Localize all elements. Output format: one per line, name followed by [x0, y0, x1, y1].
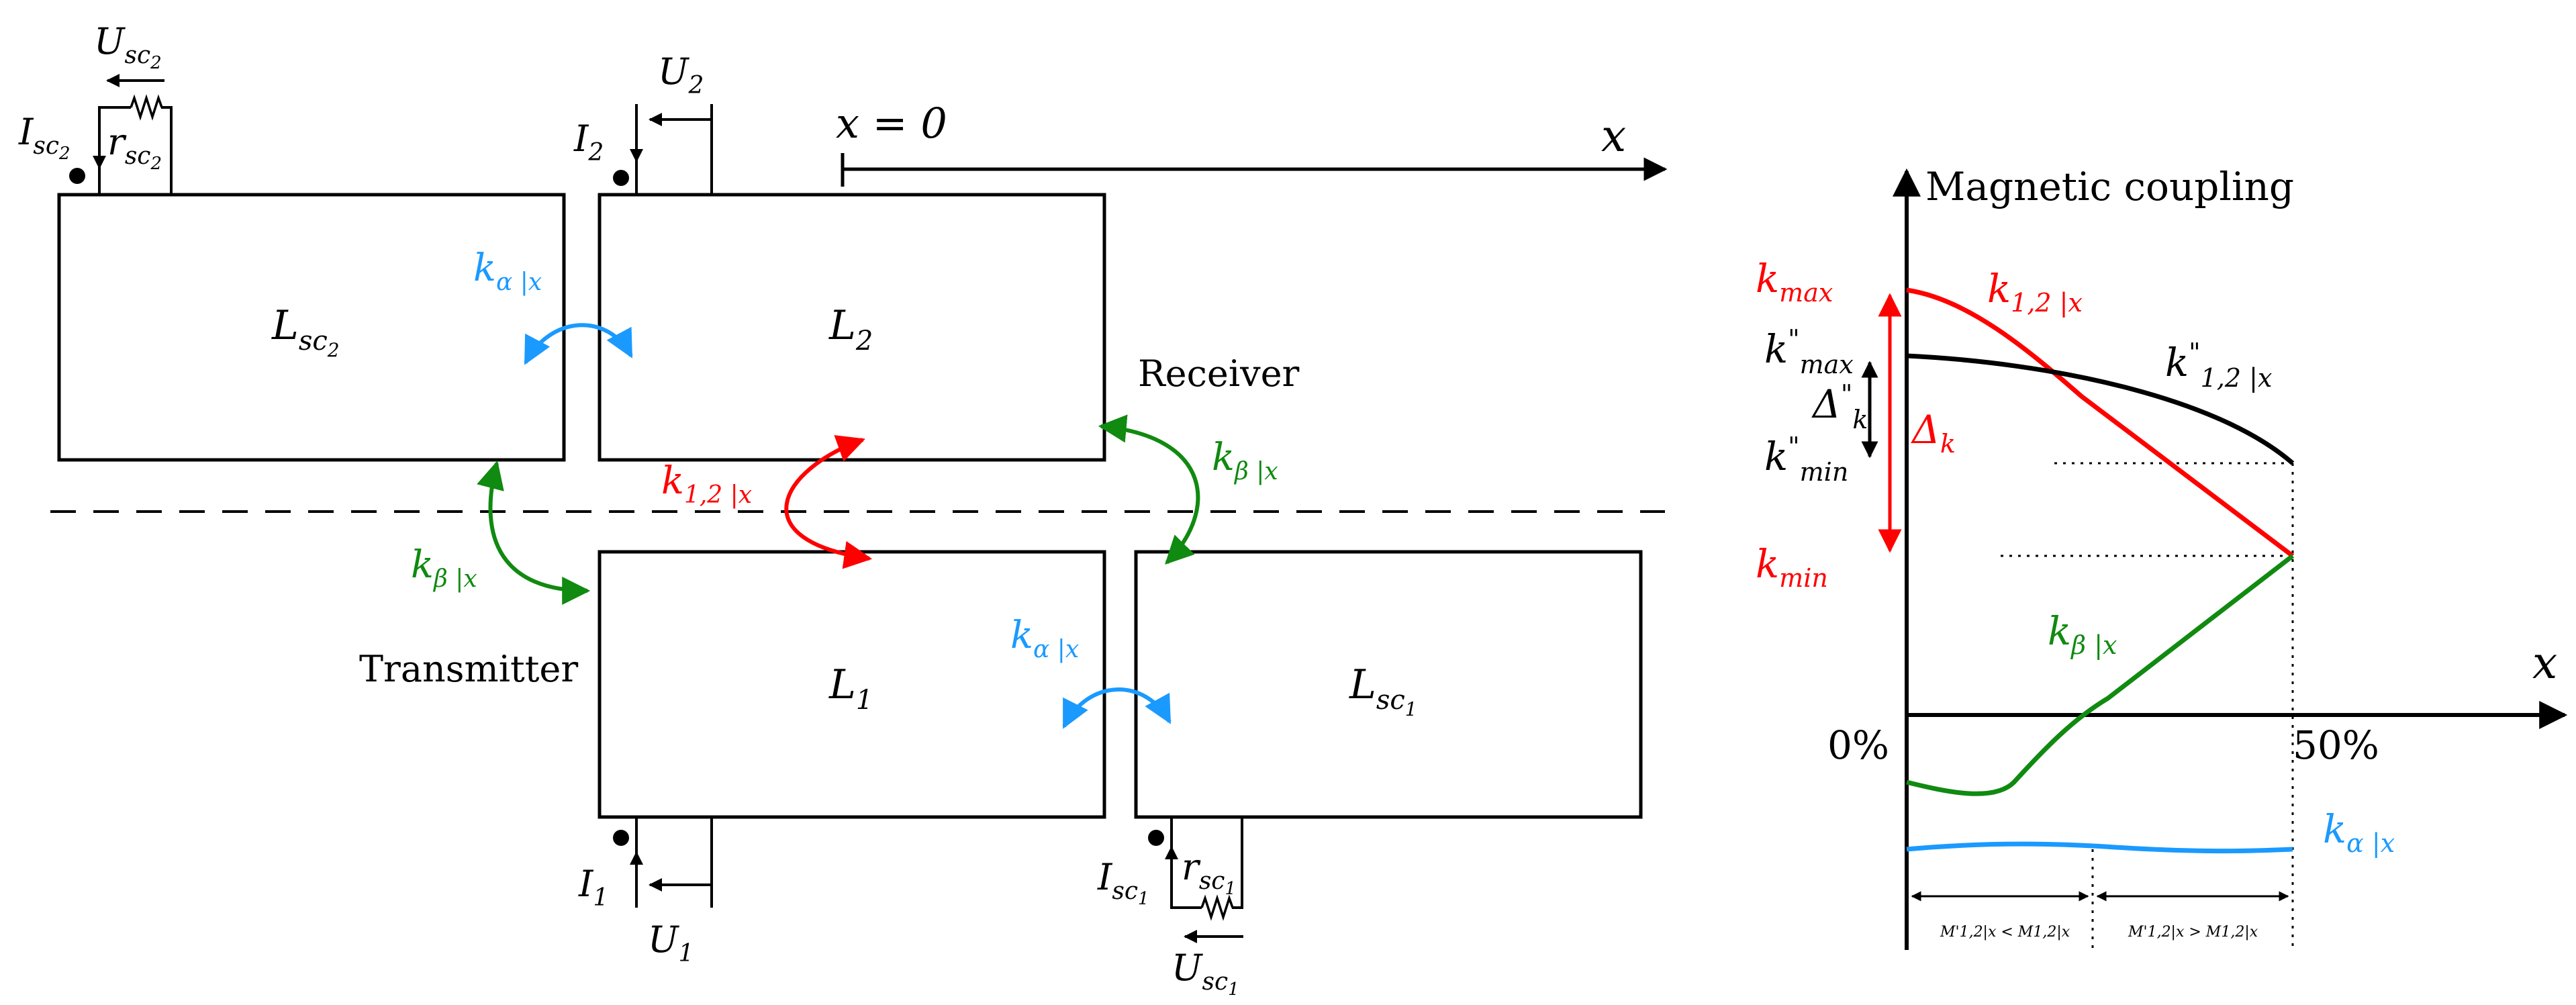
l2-dot [613, 170, 629, 186]
i2-label: I2 [573, 117, 604, 166]
coil-l2-label: L2 [828, 302, 873, 356]
lsc2-dot [69, 168, 85, 184]
plot-tick-50: 50% [2293, 722, 2379, 768]
curve-k-alpha [1906, 841, 2293, 854]
delta-k2-label: Δ"k [1811, 379, 1868, 434]
x-origin-label: x = 0 [836, 99, 947, 148]
region-right-label: M'1,2|x > M1,2|x [2128, 924, 2258, 941]
receiver-label: Receiver [1138, 352, 1300, 395]
lsc1-terminal: Isc1 rsc1 Usc1 [1097, 817, 1243, 1000]
curve-k12 [1906, 287, 2295, 558]
coupling-k-alpha-top [524, 323, 633, 365]
k-beta-left-label: kβ |x [411, 543, 477, 593]
rsc1-resistor [1200, 894, 1234, 921]
plot-y-label: Magnetic coupling [1925, 164, 2294, 209]
curve-k-beta [1906, 554, 2295, 796]
coil-lsc1 [1134, 550, 1643, 819]
isc1-label: Isc1 [1097, 856, 1149, 909]
k-alpha-curve-label: kα |x [2323, 806, 2395, 858]
coil-l1-label: L1 [828, 661, 873, 716]
coupling-k-beta-left [477, 460, 591, 605]
coil-lsc2-label: Lsc2 [271, 302, 340, 361]
u2-label: U2 [658, 50, 704, 99]
lsc1-dot [1148, 830, 1164, 846]
x-axis-label: x [1601, 110, 1626, 162]
usc1-label: Usc1 [1172, 947, 1239, 1000]
delta-k-label: Δk [1911, 407, 1956, 459]
plot-x-label: x [2532, 637, 2557, 689]
k-alpha-bottom-label: kα |x [1010, 614, 1079, 663]
isc2-label: Isc2 [18, 111, 70, 164]
circuit-panel: x = 0 x Lsc2 L2 L1 Lsc1 Receiver Transmi… [18, 20, 1668, 1000]
i1-label: I1 [578, 863, 608, 912]
l1-dot [613, 830, 629, 846]
k-beta-curve-label: kβ |x [2048, 608, 2117, 660]
l1-terminal: I1 U1 [578, 817, 713, 967]
u1-label: U1 [648, 918, 694, 967]
curve-k12-second [1906, 353, 2295, 465]
rsc1-label: rsc1 [1182, 846, 1236, 899]
k-beta-right-label: kβ |x [1212, 436, 1278, 485]
coupling-k-alpha-bottom [1062, 687, 1172, 729]
rsc2-resistor [130, 94, 163, 121]
coupling-plot: Magnetic coupling x 0% 50% kmax kmin k"m… [1756, 164, 2568, 950]
kmin2-label: k"min [1764, 432, 1848, 487]
coupling-k-beta-right [1098, 414, 1200, 565]
l2-terminal: I2 U2 [573, 50, 713, 195]
k12-label: k1,2 |x [661, 459, 752, 509]
region-left-label: M'1,2|x < M1,2|x [1940, 924, 2070, 941]
k12-curve-label: k1,2 |x [1987, 266, 2083, 318]
kmin-label: kmin [1756, 541, 1828, 593]
coil-lsc1-label: Lsc1 [1349, 661, 1417, 720]
kmax-label: kmax [1756, 256, 1833, 307]
k-alpha-top-label: kα |x [473, 246, 542, 296]
plot-tick-0: 0% [1827, 722, 1889, 768]
rsc2-label: rsc2 [107, 121, 162, 174]
usc2-label: Usc2 [94, 20, 162, 73]
transmitter-label: Transmitter [359, 648, 578, 690]
coupling-k12 [784, 435, 873, 569]
k12-second-curve-label: k"1,2 |x [2165, 338, 2272, 393]
lsc2-terminal: Usc2 Isc2 rsc2 [18, 20, 173, 195]
kmax2-label: k"max [1764, 324, 1854, 379]
